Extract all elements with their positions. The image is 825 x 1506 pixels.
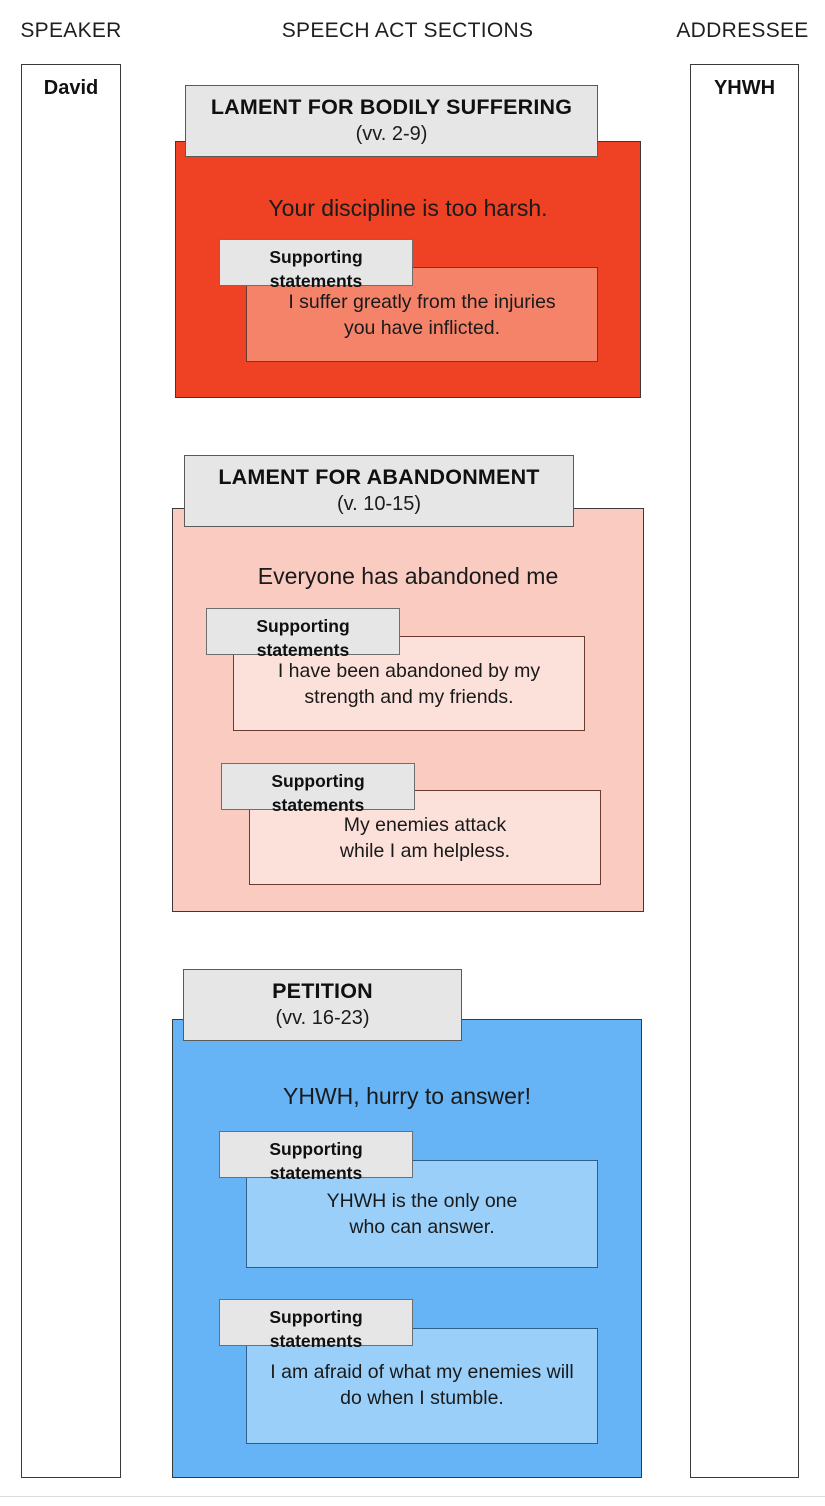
addressee-name-label: YHWH: [713, 77, 776, 99]
section-claim-petition: YHWH, hurry to answer!: [283, 1083, 531, 1109]
support-tab-line2: statements: [271, 794, 365, 815]
column-heading-addressee: ADDRESSEE: [676, 19, 809, 42]
section-title: LAMENT FOR BODILY SUFFERING: [210, 95, 573, 119]
footer-divider: [0, 1496, 825, 1497]
support-box-3-2: I am afraid of what my enemies will do w…: [246, 1328, 598, 1444]
section-verses: (vv. 16-23): [275, 1007, 370, 1030]
section-header-lament-bodily-suffering: LAMENT FOR BODILY SUFFERING (vv. 2-9): [185, 85, 598, 157]
section-header-lament-abandonment: LAMENT FOR ABANDONMENT (v. 10-15): [184, 455, 574, 527]
section-title: PETITION: [272, 979, 373, 1003]
section-header-petition: PETITION (vv. 16-23): [183, 969, 462, 1041]
support-tab-line1: Supporting: [269, 1307, 363, 1327]
support-box-3-1: YHWH is the only one who can answer.: [246, 1160, 598, 1268]
support-tab-line1: Supporting: [271, 771, 365, 791]
support-text-line1: I suffer greatly from the injuries: [288, 291, 556, 313]
column-heading-speech-act-sections: SPEECH ACT SECTIONS: [281, 19, 534, 42]
addressee-column: YHWH: [690, 64, 799, 1478]
support-text-line1: I am afraid of what my enemies will: [270, 1361, 574, 1383]
support-text-line2: strength and my friends.: [304, 685, 514, 708]
support-tab-line1: Supporting: [256, 616, 350, 636]
support-tab-line2: statements: [269, 270, 363, 291]
section-claim-lament-abandonment: Everyone has abandoned me: [257, 563, 559, 589]
support-text-line1: YHWH is the only one: [326, 1190, 518, 1212]
support-tab-line2: statements: [256, 639, 350, 660]
support-tab-line2: statements: [269, 1330, 363, 1351]
support-text-line2: you have inflicted.: [343, 316, 501, 339]
support-text-line1: I have been abandoned by my: [277, 660, 541, 682]
speaker-column: David: [21, 64, 121, 1478]
section-verses: (v. 10-15): [336, 493, 422, 516]
support-text-line2: do when I stumble.: [340, 1386, 504, 1409]
section-title: LAMENT FOR ABANDONMENT: [218, 465, 540, 489]
support-tab-3-2: Supporting statements: [219, 1299, 413, 1351]
support-tab-line1: Supporting: [269, 247, 363, 267]
support-text-line1: My enemies attack: [343, 814, 507, 836]
section-verses: (vv. 2-9): [355, 123, 428, 146]
support-tab-line2: statements: [269, 1162, 363, 1183]
support-tab-2-1: Supporting statements: [206, 608, 400, 660]
column-heading-speaker: SPEAKER: [20, 19, 122, 42]
support-text-line2: while I am helpless.: [339, 839, 511, 862]
support-tab-line1: Supporting: [269, 1139, 363, 1159]
support-tab-1-1: Supporting statements: [219, 239, 413, 291]
support-text-line2: who can answer.: [349, 1215, 495, 1238]
speaker-name-label: David: [43, 77, 99, 99]
support-tab-3-1: Supporting statements: [219, 1131, 413, 1183]
support-tab-2-2: Supporting statements: [221, 763, 415, 815]
section-claim-lament-bodily-suffering: Your discipline is too harsh.: [268, 195, 548, 221]
